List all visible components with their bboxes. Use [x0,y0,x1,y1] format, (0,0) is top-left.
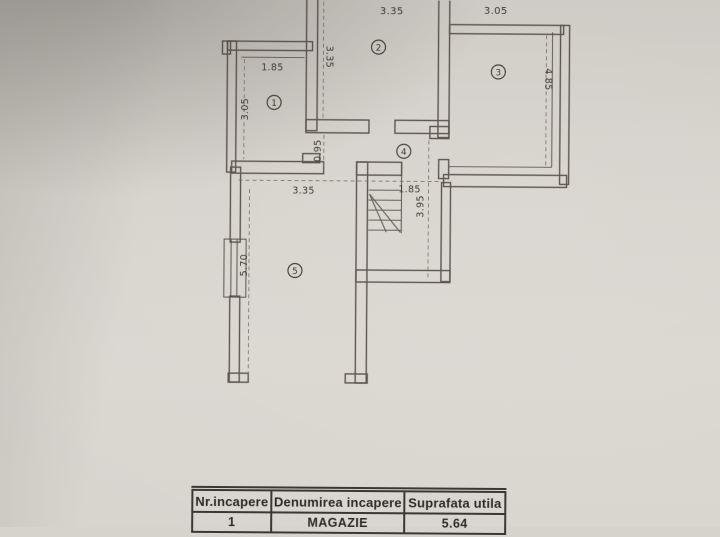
wall [357,162,402,175]
table-cell-room-name: MAGAZIE [272,513,405,532]
wall [306,0,318,131]
dimension-line [239,180,442,181]
wall [227,41,237,172]
wall [355,162,368,383]
wall [430,126,449,138]
dim-room1-depth: 3.05 [240,98,251,120]
table-header-suprafata-utila: Suprafata utila [405,492,504,515]
wall [229,296,240,382]
dim-room1-width: 1.85 [261,62,283,73]
wall [228,373,248,382]
room-number: 1 [271,99,277,109]
room-number: 4 [401,148,407,158]
room-number: 5 [292,267,298,277]
wall [560,25,570,184]
floor-plan-drawing: 3.35 3.05 1.85 3.05 3.35 4.85 0.95 1.85 … [0,0,720,473]
room3-inner-line [449,167,552,168]
dim-room2-depth: 3.35 [323,46,334,68]
table-cell-room-area: 5.64 [405,514,504,533]
dim-room3-width: 3.05 [484,6,508,17]
wall [227,41,312,51]
room3-inner-line [552,32,553,167]
wall [444,175,567,188]
wall [441,183,451,282]
room-label-1: 1 [267,95,281,109]
dim-room5-width: 3.35 [292,186,314,197]
table-cell-room-number: 1 [193,513,272,532]
dimension-line [546,35,547,165]
room-schedule-table: Nr.incapere Denumirea incapere Suprafata… [191,489,506,535]
dimension-line [428,140,429,278]
table-header-denumirea-incapere: Denumirea incapere [272,491,405,514]
wall [438,0,450,138]
dim-room2-width: 3.35 [380,6,404,17]
wall [230,167,241,242]
staircase [368,163,401,233]
wall [450,25,564,35]
dimension-line [248,189,249,377]
room-number-labels: 1 2 3 4 5 [266,39,506,279]
dim-stair-depth: 3.95 [415,195,426,217]
wall [222,41,230,54]
wall [345,374,367,383]
dim-stair-width: 1.85 [398,184,420,195]
room-number: 3 [495,68,501,78]
dimension-labels: 3.35 3.05 1.85 3.05 3.35 4.85 0.95 1.85 … [239,4,554,278]
dim-room3-depth: 4.85 [542,68,553,90]
dim-passage: 0.95 [313,139,324,161]
room-label-2: 2 [371,40,385,54]
wall [356,270,450,283]
room-number: 2 [376,44,382,54]
room-label-5: 5 [288,263,302,277]
room-label-3: 3 [491,65,505,79]
table-header-nr-incapere: Nr.incapere [193,491,272,514]
room-label-4: 4 [397,144,411,158]
dim-room5-depth: 5.70 [239,254,250,276]
